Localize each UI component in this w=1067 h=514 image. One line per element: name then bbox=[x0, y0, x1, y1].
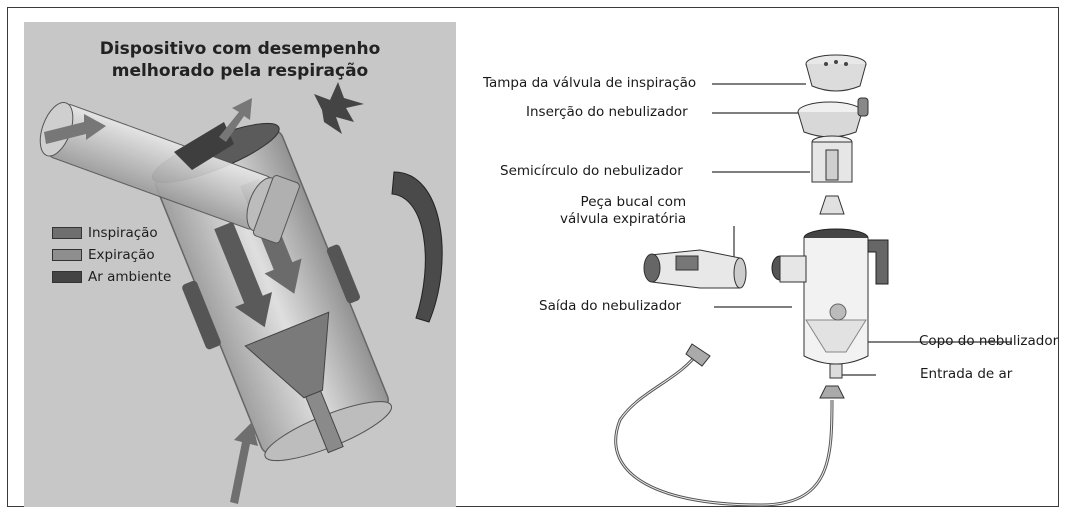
legend-item-ambient-air: Ar ambiente bbox=[52, 266, 171, 288]
legend-item-expiration: Expiração bbox=[52, 244, 171, 266]
label-outlet: Saída do nebulizador bbox=[539, 298, 682, 314]
label-cup: Copo do nebulizador bbox=[919, 333, 1059, 349]
legend-label: Expiração bbox=[88, 247, 155, 263]
label-mouthpiece-line1: Peça bucal com bbox=[580, 194, 687, 210]
legend-label: Ar ambiente bbox=[88, 269, 172, 285]
breath-enhanced-device-illustration bbox=[39, 82, 443, 504]
label-mouthpiece-line2: válvula expiratória bbox=[560, 211, 687, 227]
inlet-arrow bbox=[230, 422, 258, 504]
legend-label: Inspiração bbox=[88, 225, 158, 241]
label-insert: Inserção do nebulizador bbox=[526, 104, 688, 120]
air-tubing-part bbox=[614, 349, 834, 507]
legend-swatch bbox=[52, 249, 82, 261]
nebulizer-outlet-part bbox=[771, 255, 807, 283]
label-semicircle: Semicírculo do nebulizador bbox=[500, 163, 683, 179]
device-title: Dispositivo com desempenho melhorado pel… bbox=[24, 38, 456, 82]
expiration-arrow bbox=[44, 114, 106, 144]
valve-cap-part bbox=[805, 54, 867, 92]
ambient-air-arrows bbox=[314, 82, 364, 134]
device-title-line1: Dispositivo com desempenho bbox=[99, 39, 381, 59]
nebulizer-cup-part bbox=[803, 228, 889, 379]
label-valve-cap: Tampa da válvula de inspiração bbox=[483, 75, 697, 91]
label-air-inlet: Entrada de ar bbox=[920, 366, 1013, 382]
breath-enhanced-device-panel: Dispositivo com desempenho melhorado pel… bbox=[24, 22, 456, 507]
legend-item-inspiration: Inspiração bbox=[52, 222, 171, 244]
exhaust-arrow bbox=[219, 98, 252, 142]
tube-connector-free bbox=[685, 343, 711, 367]
legend-swatch bbox=[52, 271, 82, 283]
mouthpiece-part bbox=[643, 249, 747, 289]
legend: Inspiração Expiração Ar ambiente bbox=[52, 222, 171, 288]
nebulizer-insert-part bbox=[797, 97, 869, 138]
label-mouthpiece: Peça bucal com válvula expiratória bbox=[560, 194, 686, 228]
tube-connector-cup bbox=[819, 385, 845, 399]
legend-swatch bbox=[52, 227, 82, 239]
nebulizer-semicircle-part bbox=[811, 135, 853, 215]
device-title-line2: melhorado pela respiração bbox=[111, 61, 369, 81]
